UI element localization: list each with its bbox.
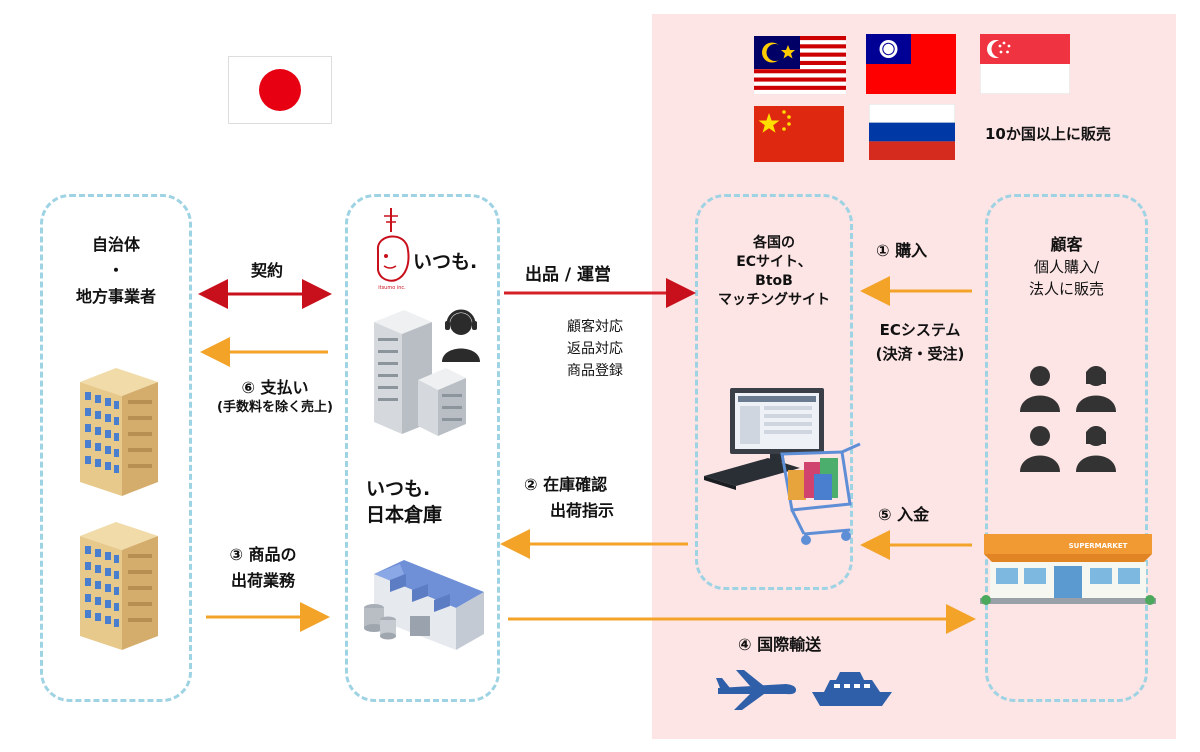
listing-task: 顧客対応 [567, 319, 623, 335]
listing-task: 返品対応 [567, 341, 623, 357]
municipality-box [40, 194, 192, 702]
municipality-building-icon-2 [74, 514, 164, 654]
customer-label: 顧客 個人購入/ 法人に販売 [1028, 235, 1104, 298]
municipality-building-icon [74, 360, 164, 500]
customer-box [985, 194, 1148, 702]
taiwan-flag [866, 34, 956, 94]
itsumo-logo-icon: itsumo inc. [368, 206, 418, 292]
china-flag [754, 106, 844, 162]
office-building-icon [368, 300, 468, 440]
ec-system-label: ECシステム (決済・受注) [875, 321, 965, 363]
operator-headset-icon [436, 306, 486, 364]
municipality-label: 自治体 ・ 地方事業者 [75, 235, 156, 306]
japan-flag [228, 56, 332, 124]
itsumo-box [345, 194, 500, 702]
supermarket-icon: SUPERMARKET [978, 528, 1158, 608]
customer-people-icon [1018, 364, 1118, 476]
airplane-icon [716, 668, 798, 712]
ec-sites-box [695, 194, 853, 590]
ec-sites-label: 各国の ECサイト、 BtoB マッチングサイト [718, 235, 830, 308]
computer-cart-icon [700, 384, 870, 552]
shipping-work-label: ③ 商品の 出荷業務 [229, 545, 297, 590]
warehouse-icon [360, 546, 490, 654]
itsumo-brand: いつも. [413, 251, 478, 273]
malaysia-flag [754, 36, 846, 94]
supermarket-sign: SUPERMARKET [1069, 542, 1128, 550]
itsumo-logo-caption: itsumo inc. [378, 285, 406, 291]
stock-check-label: ② 在庫確認 出荷指示 [524, 475, 615, 520]
intl-shipping-label: ④ 国際輸送 [738, 635, 822, 654]
singapore-flag [979, 33, 1071, 95]
ship-icon [810, 662, 894, 710]
contract-label: 契約 [250, 261, 283, 280]
deposit-label: ⑤ 入金 [878, 505, 930, 524]
russia-flag [868, 103, 956, 160]
listing-title: 出品 / 運営 [525, 265, 612, 285]
listing-tasks: 顧客対応 返品対応 商品登録 [550, 316, 640, 382]
warehouse-label: いつも. 日本倉庫 [366, 478, 443, 526]
purchase-label: ① 購入 [876, 241, 928, 260]
payment-label: ⑥ 支払い (手数料を除く売上) [217, 378, 333, 415]
listing-task: 商品登録 [567, 363, 623, 379]
countries-note: 10か国以上に販売 [985, 125, 1111, 143]
